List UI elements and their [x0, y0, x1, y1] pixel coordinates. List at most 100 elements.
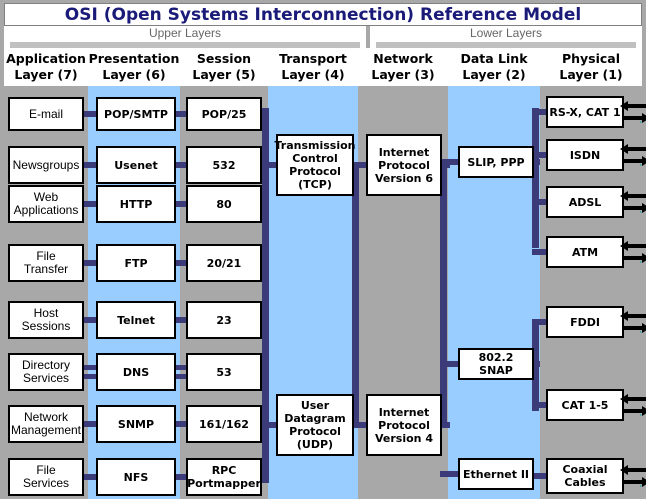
wire-trunk-phy-3 [532, 199, 548, 205]
app-box-4[interactable]: File Transfer [8, 244, 84, 282]
sess-box-1[interactable]: POP/25 [186, 97, 262, 131]
box-label: File Transfer [23, 249, 69, 276]
datalink-box-8022-snap[interactable]: 802.2 SNAP [458, 348, 534, 380]
box-label: ISDN [569, 148, 601, 162]
box-label: 20/21 [206, 256, 242, 270]
box-label: 23 [216, 313, 232, 327]
wire-pres-sess-8 [174, 474, 188, 480]
network-box-ipv6[interactable]: Internet Protocol Version 6 [366, 134, 442, 196]
diagram-title: OSI (Open Systems Interconnection) Refer… [4, 3, 642, 26]
wire-trunk-udp [262, 422, 278, 428]
wire-network-ethernet [440, 471, 460, 477]
datalink-box-ethernet-ii[interactable]: Ethernet II [458, 458, 534, 490]
media-arrow-pair-1 [620, 101, 646, 123]
column-header-line2: Layer (4) [281, 67, 345, 82]
wire-network-snap [440, 361, 460, 367]
column-header-line2: Layer (5) [192, 67, 256, 82]
column-header-line2: Layer (2) [462, 67, 526, 82]
wire-app-pres-1 [82, 111, 98, 117]
app-box-2[interactable]: Newsgroups [8, 146, 84, 184]
stub-session-trunk-4 [260, 260, 266, 266]
column-header-line1: Presentation [88, 51, 180, 66]
box-label: E-mail [28, 106, 63, 121]
wire-trunk-phy-6 [532, 402, 548, 408]
box-label: SLIP, PPP [467, 155, 525, 169]
pres-box-6[interactable]: DNS [96, 353, 176, 391]
app-box-7[interactable]: Network Management [8, 405, 84, 443]
phy-box-7[interactable]: Coaxial Cables [546, 458, 624, 494]
wire-app-pres-8 [82, 474, 98, 480]
wire-slip-trunk [530, 159, 540, 165]
box-label: RPC Portmapper [187, 464, 261, 490]
phy-box-4[interactable]: ATM [546, 236, 624, 268]
wire-trunk-phy-1 [532, 109, 548, 115]
column-header-line1: Data Link [460, 51, 528, 66]
column-header-line2: Layer (3) [371, 67, 435, 82]
box-label: POP/25 [201, 107, 247, 121]
box-label: Ethernet II [462, 467, 530, 481]
box-label: Newsgroups [12, 157, 80, 172]
phy-box-2[interactable]: ISDN [546, 139, 624, 171]
app-box-1[interactable]: E-mail [8, 97, 84, 131]
box-label: Internet Protocol Version 4 [375, 405, 433, 445]
wire-app-pres-7 [82, 421, 98, 427]
upper-layers-label: Upper Layers [148, 26, 222, 40]
box-label: Usenet [114, 158, 158, 172]
lower-layers-label: Lower Layers [469, 26, 543, 40]
app-box-6[interactable]: Directory Services [8, 353, 84, 391]
sess-box-4[interactable]: 20/21 [186, 244, 262, 282]
box-label: Coaxial Cables [562, 463, 608, 489]
column-header-line1: Transport [279, 51, 347, 66]
box-label: Transmission Control Protocol (TCP) [274, 139, 356, 191]
media-arrow-pair-6 [620, 394, 646, 416]
wire-app-pres-5 [82, 317, 98, 323]
box-label: 80 [216, 197, 232, 211]
wire-pres-sess-3 [174, 201, 188, 207]
phy-box-5[interactable]: FDDI [546, 306, 624, 338]
lower-layers-rule [376, 42, 636, 48]
column-header-line1: Physical [561, 51, 621, 66]
pres-box-3[interactable]: HTTP [96, 185, 176, 223]
sess-box-2[interactable]: 532 [186, 146, 262, 184]
pres-box-2[interactable]: Usenet [96, 146, 176, 184]
column-header-strip [4, 48, 642, 86]
transport-box-tcp[interactable]: Transmission Control Protocol (TCP) [274, 134, 356, 196]
box-label: File Services [22, 463, 69, 490]
app-box-5[interactable]: Host Sessions [8, 301, 84, 339]
phy-box-6[interactable]: CAT 1-5 [546, 389, 624, 421]
phy-box-3[interactable]: ADSL [546, 186, 624, 218]
wire-app-pres-4 [82, 260, 98, 266]
sess-box-6[interactable]: 53 [186, 353, 262, 391]
pres-box-8[interactable]: NFS [96, 458, 176, 496]
pres-box-1[interactable]: POP/SMTP [96, 97, 176, 131]
box-label: HTTP [119, 197, 153, 211]
column-header-line2: Layer (6) [102, 67, 166, 82]
box-label: FDDI [570, 315, 600, 329]
sess-box-3[interactable]: 80 [186, 185, 262, 223]
pres-box-4[interactable]: FTP [96, 244, 176, 282]
wire-pres-sess-1 [174, 111, 188, 117]
network-box-ipv4[interactable]: Internet Protocol Version 4 [366, 394, 442, 456]
stub-session-trunk-3 [260, 201, 266, 207]
sess-box-8[interactable]: RPC Portmapper [186, 458, 262, 496]
sess-box-7[interactable]: 161/162 [186, 405, 262, 443]
transport-box-udp[interactable]: User Datagram Protocol (UDP) [276, 394, 354, 456]
datalink-box-slip-ppp[interactable]: SLIP, PPP [458, 146, 534, 178]
box-label: ATM [571, 245, 599, 259]
stub-session-trunk-1 [260, 111, 266, 117]
phy-box-1[interactable]: RS-X, CAT 1 [546, 96, 624, 128]
pres-box-5[interactable]: Telnet [96, 301, 176, 339]
sess-box-5[interactable]: 23 [186, 301, 262, 339]
box-label: CAT 1-5 [561, 398, 609, 412]
app-box-3[interactable]: Web Applications [8, 185, 84, 223]
pres-box-7[interactable]: SNMP [96, 405, 176, 443]
column-header-line1: Network [373, 51, 433, 66]
trunk-session-tcp [262, 108, 269, 373]
app-box-8[interactable]: File Services [8, 458, 84, 496]
